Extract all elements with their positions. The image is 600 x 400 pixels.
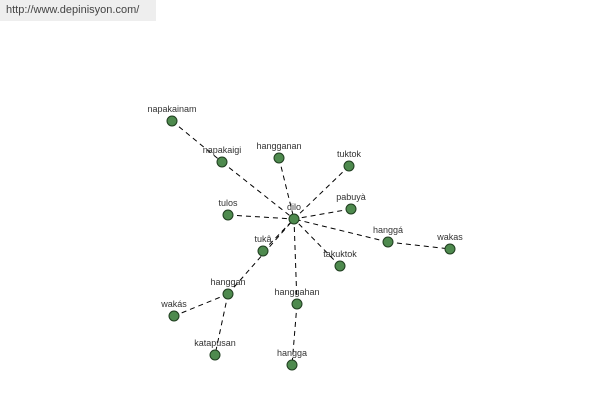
edge-takuktok-dilo [293, 218, 341, 267]
edge-pabuya-dilo [293, 208, 352, 220]
node-hanggahan[interactable]: hanggahan [274, 287, 320, 310]
node-label: tukâ [254, 234, 271, 244]
node-label: tuktok [337, 149, 362, 159]
node-label: hangga [277, 348, 307, 358]
node-hanggan[interactable]: hanggan [210, 277, 246, 300]
node-katapusan[interactable]: katapusan [194, 338, 236, 361]
node-label: hanggan [210, 277, 245, 287]
node-label: napakaigi [203, 145, 242, 155]
node-tuka[interactable]: tukâ [254, 234, 272, 257]
node-dot [222, 288, 234, 300]
edge-hanggan-katapusan [214, 293, 229, 356]
node-dot [209, 349, 221, 361]
node-label: wakas [436, 232, 463, 242]
node-dot [288, 213, 300, 225]
node-label: takuktok [323, 249, 357, 259]
node-napakainam[interactable]: napakainam [147, 104, 197, 127]
node-label: katapusan [194, 338, 236, 348]
node-dilo[interactable]: dilo [287, 202, 301, 225]
node-takuktok[interactable]: takuktok [323, 249, 357, 272]
edge-tulos-dilo [227, 214, 295, 220]
node-dot [291, 298, 303, 310]
node-hangga2[interactable]: hangga [277, 348, 307, 371]
node-label: wakás [160, 299, 187, 309]
node-label: hanggá [373, 225, 403, 235]
node-dot [444, 243, 456, 255]
node-label: dilo [287, 202, 301, 212]
node-dot [286, 359, 298, 371]
edge-hanggan-dilo [227, 218, 295, 295]
node-hangganan[interactable]: hangganan [256, 141, 302, 164]
node-wakas[interactable]: wakas [436, 232, 463, 255]
node-wakas2[interactable]: wakás [160, 299, 187, 322]
edge-napakaigi-dilo [221, 161, 295, 220]
graph-nodes: dilo napakainam napakaigi hangganan tuktok pa… [147, 104, 463, 371]
edge-hangganan-dilo [278, 157, 295, 220]
edge-tuktok-dilo [293, 165, 350, 220]
edge-hangga1-wakas [387, 241, 451, 250]
edge-hanggahan-hangga2 [291, 303, 298, 366]
node-napakaigi[interactable]: napakaigi [203, 145, 242, 168]
node-dot [343, 160, 355, 172]
node-dot [334, 260, 346, 272]
node-dot [273, 152, 285, 164]
node-dot [222, 209, 234, 221]
node-dot [166, 115, 178, 127]
node-label: hanggahan [274, 287, 319, 297]
edge-napakainam-napakaigi [171, 120, 223, 163]
edge-hanggan-wakas2 [173, 293, 229, 317]
node-dot [382, 236, 394, 248]
node-label: napakainam [147, 104, 196, 114]
node-label: hangganan [256, 141, 301, 151]
node-hangga1[interactable]: hanggá [373, 225, 403, 248]
graph-edges [171, 120, 451, 366]
node-label: tulos [218, 198, 238, 208]
node-dot [345, 203, 357, 215]
source-url: http://www.depinisyon.com/ [0, 0, 156, 21]
node-tuktok[interactable]: tuktok [337, 149, 362, 172]
node-tulos[interactable]: tulos [218, 198, 238, 221]
node-dot [168, 310, 180, 322]
node-label: pabuyà [336, 192, 366, 202]
node-pabuya[interactable]: pabuyà [336, 192, 366, 215]
node-dot [216, 156, 228, 168]
edge-hangga1-dilo [293, 218, 389, 243]
node-dot [257, 245, 269, 257]
